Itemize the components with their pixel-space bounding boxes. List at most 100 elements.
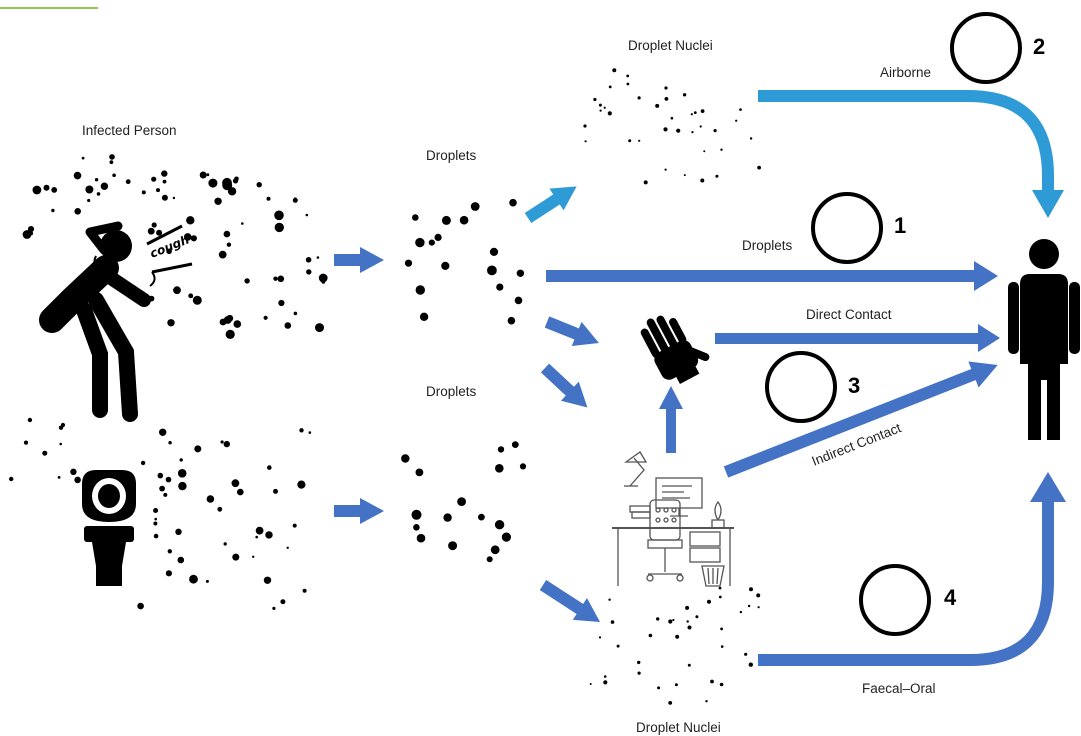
- particle-dot: [165, 570, 172, 577]
- particle-dot: [428, 239, 435, 246]
- particle-dot: [277, 275, 285, 283]
- particle-dot: [748, 662, 753, 667]
- particle-dot: [226, 242, 232, 247]
- infected-person-label: Infected Person: [82, 123, 177, 138]
- particle-dot: [280, 599, 286, 605]
- particle-dot: [699, 125, 702, 128]
- particle-dot: [263, 576, 272, 584]
- particle-dot: [165, 476, 172, 483]
- particle-dot: [137, 602, 144, 610]
- particle-dot: [233, 320, 242, 328]
- particle-dot: [179, 458, 183, 462]
- particle-dot: [626, 74, 630, 78]
- particle-dot: [415, 285, 425, 295]
- toilet-icon: [82, 470, 136, 586]
- particle-dot: [284, 322, 292, 329]
- marker-4: 4: [859, 564, 957, 636]
- particle-dot: [441, 215, 451, 225]
- particle-dot: [223, 542, 227, 546]
- particle-dot: [691, 131, 694, 134]
- particle-dot: [217, 506, 223, 512]
- particle-dot: [583, 124, 587, 128]
- particle-dot: [497, 446, 505, 453]
- airborne-label: Airborne: [880, 65, 931, 80]
- particle-dot: [321, 280, 326, 284]
- particle-dot: [713, 129, 717, 133]
- particle-dot: [415, 237, 425, 248]
- direct-contact-label: Direct Contact: [806, 307, 892, 322]
- particle-dot: [178, 481, 187, 491]
- particle-dot: [308, 431, 312, 434]
- particle-dot: [507, 316, 516, 325]
- particle-dot: [496, 283, 504, 291]
- particle-dot: [315, 323, 324, 333]
- marker-1: 1: [811, 192, 906, 264]
- particle-dot: [628, 139, 632, 143]
- particle-dot: [607, 111, 612, 116]
- particle-dot: [664, 86, 668, 90]
- particle-dot: [757, 165, 761, 170]
- particle-dot: [411, 509, 422, 520]
- arrow-surfaces-to-hand: [659, 386, 683, 453]
- particle-dot: [22, 230, 32, 239]
- particle-dot: [719, 682, 724, 687]
- particle-dot: [194, 445, 202, 453]
- particle-dot: [161, 170, 168, 177]
- particle-dot: [159, 428, 167, 436]
- particle-dot: [274, 222, 284, 233]
- particle-dot: [153, 508, 159, 513]
- particle-dot: [584, 140, 587, 143]
- particle-dot: [272, 606, 276, 611]
- person-icon: [1008, 239, 1080, 440]
- particle-dot: [486, 556, 493, 563]
- particle-dot: [156, 188, 160, 193]
- particle-dot: [154, 517, 157, 521]
- particle-dot: [57, 476, 61, 479]
- particle-dot: [156, 229, 163, 236]
- droplets-label-top: Droplets: [426, 148, 477, 163]
- particle-dot: [720, 627, 723, 631]
- particle-dot: [177, 469, 187, 478]
- particle-dot: [663, 127, 668, 132]
- particle-dot: [302, 588, 307, 593]
- particle-dot: [183, 233, 192, 241]
- particle-dot: [60, 422, 66, 428]
- particle-dot: [739, 108, 742, 111]
- particle-dot: [412, 214, 419, 221]
- particle-dot: [267, 465, 272, 470]
- particle-dot: [668, 619, 673, 624]
- particle-dot: [292, 197, 298, 203]
- particle-dot: [413, 524, 420, 531]
- particle-dot: [51, 187, 58, 193]
- particle-dot: [593, 97, 597, 102]
- particle-dot: [675, 634, 680, 639]
- particle-dot: [589, 683, 592, 685]
- particle-dot: [255, 535, 258, 539]
- corner-tab: [0, 0, 98, 9]
- particle-dot: [9, 476, 14, 482]
- desk-workspace-icon: [612, 451, 734, 587]
- particle-dot: [286, 546, 289, 549]
- particle-dot: [223, 440, 230, 448]
- particle-dot: [664, 168, 667, 171]
- particle-dot: [670, 116, 674, 120]
- particle-dot: [159, 485, 166, 492]
- arrow-droplets-to-surfaces: [540, 363, 588, 408]
- particle-dot: [140, 460, 146, 466]
- particle-dot: [685, 605, 690, 610]
- particle-dot: [27, 226, 35, 233]
- particle-dot: [686, 620, 689, 623]
- particle-dot: [151, 176, 157, 182]
- particle-dot: [664, 97, 669, 101]
- particle-dot: [682, 93, 687, 97]
- particle-dot: [292, 523, 297, 528]
- particle-dot: [415, 468, 424, 477]
- particle-dot: [81, 156, 85, 160]
- arrow-toilet-to-droplets: [334, 498, 384, 524]
- particle-dot: [603, 680, 608, 685]
- particle-dot: [441, 261, 450, 270]
- arrow-direct-contact: [715, 324, 1000, 352]
- particle-dot: [59, 442, 62, 446]
- particle-dot: [700, 178, 705, 183]
- droplet-nuclei-label-bottom: Droplet Nuclei: [636, 720, 721, 735]
